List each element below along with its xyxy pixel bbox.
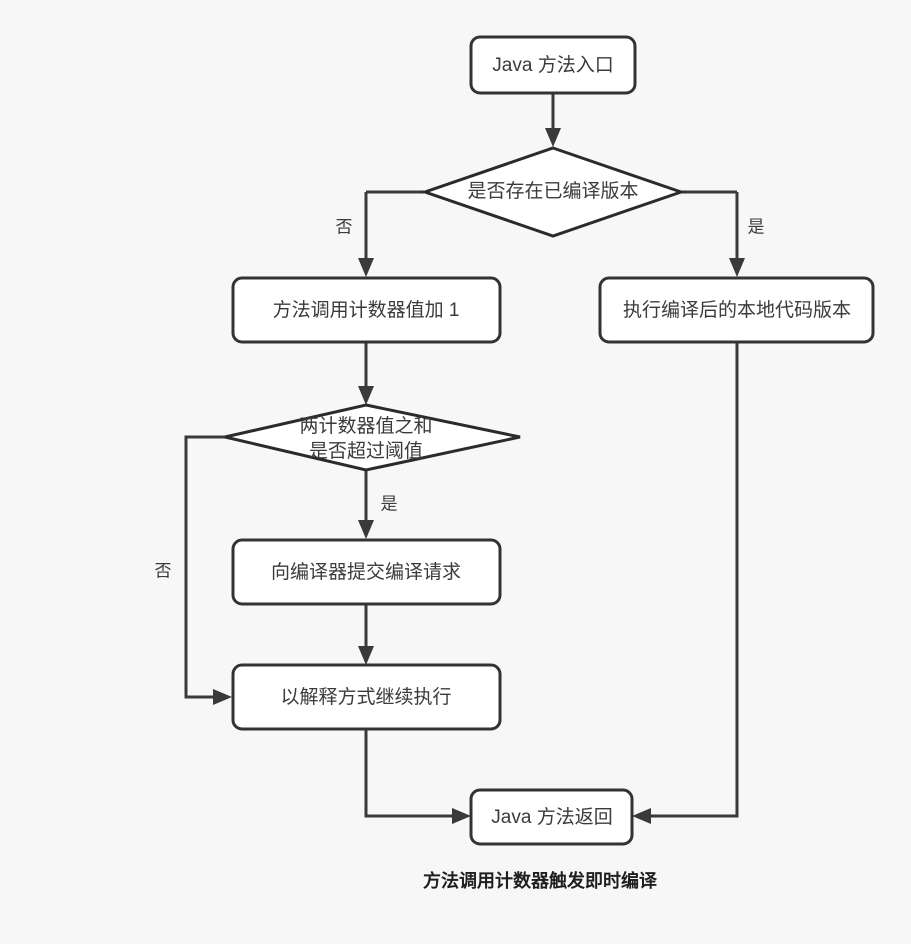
edge-label-yes-compiled: 是	[748, 217, 765, 236]
node-threshold[interactable]: 两计数器值之和 是否超过阈值	[224, 403, 521, 472]
node-interpret-shape[interactable]	[231, 663, 502, 731]
node-return-label: Java 方法返回	[491, 806, 612, 828]
edge-start-to-has-compiled	[545, 93, 561, 147]
edge-threshold-no: 否	[155, 435, 232, 705]
node-submit-compile-request-label: 向编译器提交编译请求	[271, 561, 461, 583]
node-start-label: Java 方法入口	[492, 54, 613, 76]
diagram-caption: 方法调用计数器触发即时编译	[423, 870, 658, 891]
node-run-native-shape[interactable]	[598, 276, 875, 344]
edge-label-no-compiled: 否	[336, 217, 353, 236]
edge-has-compiled-yes: 是	[681, 190, 765, 277]
edge-threshold-yes: 是	[358, 470, 398, 539]
edge-label-threshold-no: 否	[155, 561, 172, 580]
edge-submit-to-interpret	[358, 604, 374, 665]
node-counter-increment-label: 方法调用计数器值加 1	[273, 299, 460, 321]
node-run-native-label: 执行编译后的本地代码版本	[623, 299, 851, 321]
node-return-shape[interactable]	[469, 788, 634, 846]
arrowhead	[632, 808, 651, 824]
node-has-compiled-label: 是否存在已编译版本	[467, 180, 638, 202]
arrowhead	[358, 386, 374, 405]
arrowhead	[213, 689, 232, 705]
node-return[interactable]: Java 方法返回	[469, 788, 634, 846]
arrowhead	[729, 258, 745, 277]
node-has-compiled[interactable]: 是否存在已编译版本	[420, 146, 686, 238]
edge-counter-to-threshold	[358, 343, 374, 405]
edge-native-to-return	[632, 343, 739, 824]
node-threshold-shape[interactable]	[224, 403, 521, 472]
node-threshold-label-line1: 两计数器值之和	[299, 415, 432, 437]
node-start[interactable]: Java 方法入口	[469, 35, 637, 95]
node-counter-increment[interactable]: 方法调用计数器值加 1	[231, 276, 502, 344]
node-submit-compile-request[interactable]: 向编译器提交编译请求	[231, 538, 502, 606]
node-run-native[interactable]: 执行编译后的本地代码版本	[598, 276, 875, 344]
node-interpret[interactable]: 以解释方式继续执行	[231, 663, 502, 731]
edge-line	[648, 343, 739, 818]
arrowhead	[545, 128, 561, 147]
edge-interpret-to-return	[364, 729, 471, 824]
arrowhead	[358, 646, 374, 665]
node-has-compiled-shape[interactable]	[420, 146, 686, 238]
node-interpret-label: 以解释方式继续执行	[280, 686, 451, 708]
edge-line	[184, 435, 225, 699]
edge-has-compiled-no: 否	[336, 190, 424, 277]
node-threshold-label-line2: 是否超过阈值	[309, 440, 423, 462]
node-submit-compile-request-shape[interactable]	[231, 538, 502, 606]
edge-label-threshold-yes: 是	[381, 494, 398, 513]
edge-line	[364, 729, 455, 818]
node-counter-increment-shape[interactable]	[231, 276, 502, 344]
arrowhead	[358, 520, 374, 539]
arrowhead	[452, 808, 471, 824]
arrowhead	[358, 258, 374, 277]
node-start-shape[interactable]	[469, 35, 637, 95]
